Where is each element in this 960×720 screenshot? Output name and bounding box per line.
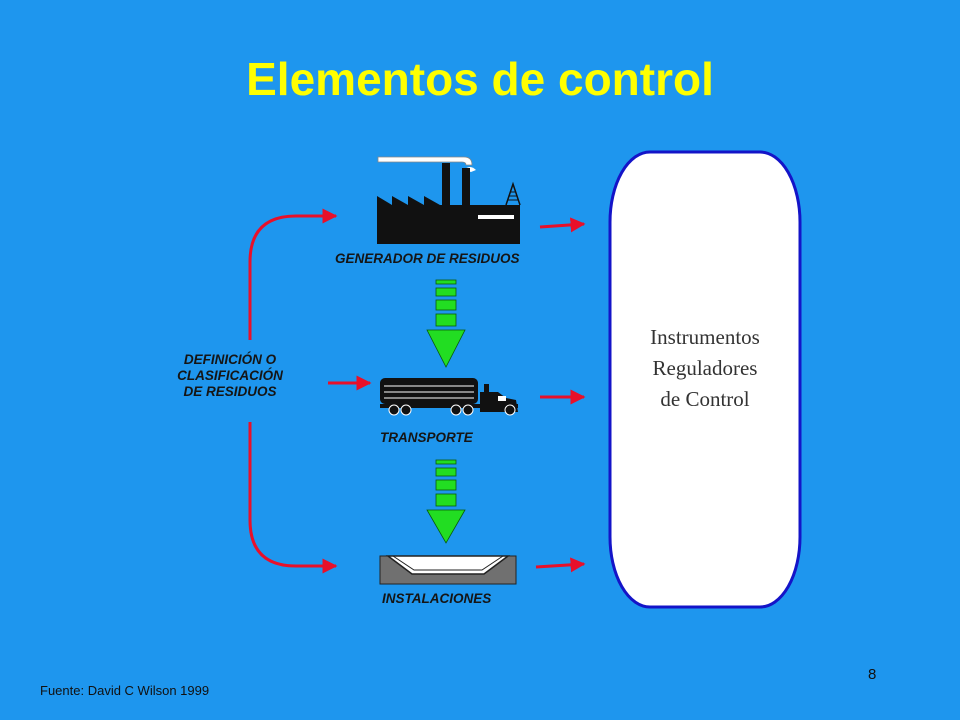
instruments-line-3: de Control — [660, 387, 750, 411]
definition-line-1: DEFINICIÓN O — [183, 352, 277, 367]
source-note: Fuente: David C Wilson 1999 — [40, 683, 210, 698]
instruments-label: Instrumentos Reguladores de Control — [610, 322, 800, 415]
definition-label: DEFINICIÓN O CLASIFICACIÓN DE RESIDUOS — [150, 352, 310, 400]
curved-arrow-to-generator — [248, 208, 338, 340]
instruments-line-1: Instrumentos — [650, 325, 760, 349]
landfill-icon — [379, 555, 517, 585]
arrow-facilities-to-instruments — [535, 557, 586, 573]
factory-icon — [377, 156, 521, 244]
definition-line-3: DE RESIDUOS — [183, 384, 277, 399]
slide-title: Elementos de control — [246, 53, 714, 105]
flow-arrow-transport-to-facilities — [426, 459, 466, 544]
instruments-box — [608, 150, 802, 609]
facilities-label: INSTALACIONES — [382, 591, 492, 606]
definition-line-2: CLASIFICACIÓN — [177, 368, 283, 383]
curved-arrow-to-facilities — [248, 422, 338, 574]
instruments-line-2: Reguladores — [652, 356, 758, 380]
transport-label: TRANSPORTE — [380, 430, 473, 445]
page-number: 8 — [868, 666, 877, 683]
generator-label: GENERADOR DE RESIDUOS — [335, 251, 520, 266]
arrow-generator-to-instruments — [539, 217, 586, 233]
truck-icon — [380, 378, 518, 416]
flow-arrow-generator-to-transport — [426, 279, 466, 368]
